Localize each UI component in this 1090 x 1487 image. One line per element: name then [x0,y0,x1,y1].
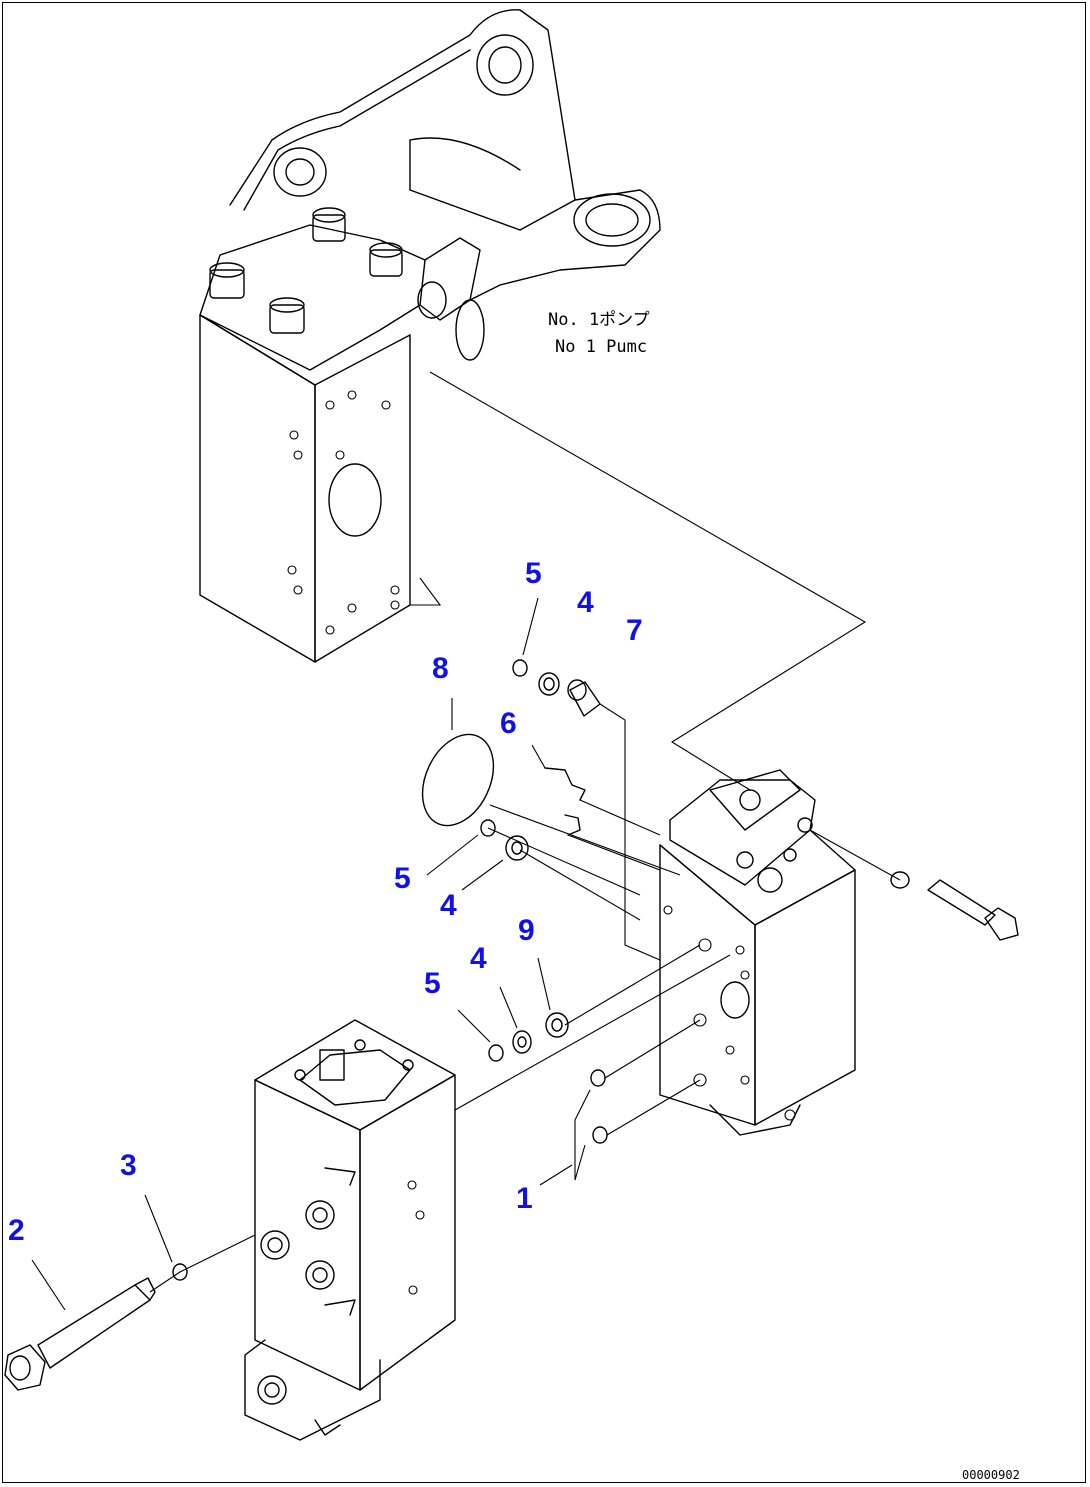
callout-numbers: 5 4 7 8 6 5 4 9 4 5 1 3 2 [8,557,643,1247]
pump-label-en: No 1 Pumc [555,337,647,357]
callout-9: 9 [518,914,535,947]
plug-part-4-middle [505,835,529,861]
callout-5-middle: 5 [394,862,411,895]
collar-part-7 [567,679,601,717]
callout-6: 6 [500,707,517,740]
callout-7: 7 [626,614,643,647]
callout-3: 3 [120,1149,137,1182]
oring-part-5-upper [512,659,528,677]
right-valve-block [659,769,856,1136]
head-bolt [369,242,403,277]
callout-4-top: 4 [577,586,594,619]
pump-assembly [199,9,661,663]
callout-5-top: 5 [525,557,542,590]
callout-4-lower: 4 [470,942,487,975]
plug-part-4-upper [538,672,560,696]
assembly-line [429,371,867,791]
plug-part-4-lower [512,1030,532,1054]
adapter-part-6 [544,767,586,836]
callout-4-middle: 4 [440,889,457,922]
long-bolt-left [4,1277,156,1391]
head-bolt [209,262,245,299]
assembly-lines [454,703,731,1181]
callout-1: 1 [516,1182,533,1215]
callout-8: 8 [432,652,449,685]
left-valve-block [244,1019,456,1441]
callout-leaders [31,597,573,1311]
washer-part-3 [172,1263,188,1281]
head-bolt [269,297,305,334]
long-bolt-right [809,829,1019,941]
assembly-line [149,1234,256,1293]
bolt-part-1 [590,1069,608,1144]
head-bolt [312,207,346,242]
callout-5-lower: 5 [424,967,441,1000]
oring-part-5-middle [480,819,496,837]
oring-part-5-lower [488,1044,504,1062]
pump-label-jp: No. 1ポンプ [548,310,650,330]
pump-label: No. 1ポンプ No 1 Pumc [548,310,650,357]
drawing-code: 00000902 [962,1468,1020,1482]
washer-part-9 [545,1012,569,1038]
callout-2: 2 [8,1214,25,1247]
oring-part-8 [421,733,495,827]
